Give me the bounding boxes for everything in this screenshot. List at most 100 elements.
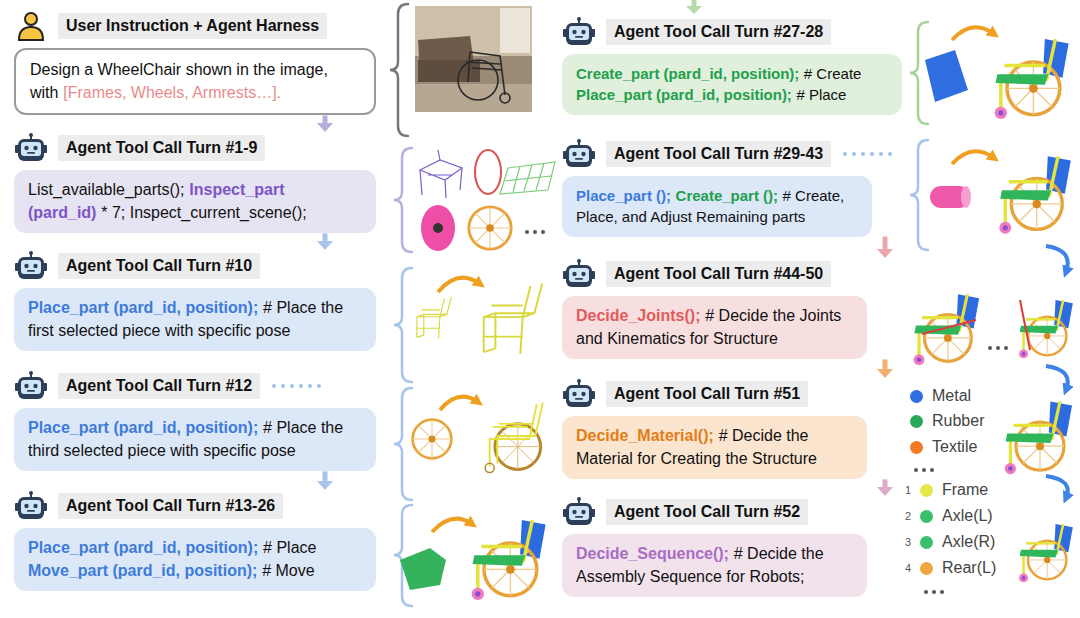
- node-body: Create_part (pard_id, position);# Create…: [562, 54, 902, 115]
- input-photo: [415, 6, 532, 112]
- tool-call-box: Agent Tool Call Turn #29-43Place_part ()…: [562, 138, 902, 237]
- robot-icon: [14, 251, 48, 281]
- step-illustrations: [440, 397, 478, 410]
- input-photo: [458, 52, 510, 103]
- legend-item: Textile: [910, 438, 977, 456]
- ellipsis-dot: [281, 384, 285, 388]
- legend-swatch: [920, 510, 933, 523]
- robot-icon: [563, 17, 595, 45]
- flow-arrow-shaft: [883, 479, 888, 487]
- step-illustrations: [413, 420, 452, 459]
- step-illustrations: [1019, 524, 1073, 582]
- flow-arrow: [877, 359, 893, 378]
- flow-arrow-shaft: [323, 233, 328, 241]
- header-tab: Agent Tool Call Turn #27-28: [606, 19, 831, 45]
- tool-call-box: Agent Tool Call Turn #52Decide_Sequence(…: [562, 496, 902, 597]
- flow-arrow-head: [317, 241, 333, 250]
- robot-icon: [563, 379, 595, 407]
- ellipsis-dot: [843, 152, 847, 156]
- part-gallery: [420, 150, 462, 198]
- legend-text: Axle(R): [942, 533, 995, 551]
- flow-arrow-head: [877, 487, 893, 496]
- step-illustrations: [988, 346, 1008, 350]
- node-header: Agent Tool Call Turn #1-9: [14, 132, 384, 164]
- legend-item: Axle(R): [920, 533, 995, 551]
- input-photo: [415, 6, 532, 112]
- code-text: Create_part ();: [676, 187, 779, 204]
- sequence-number: 3: [905, 536, 911, 548]
- sequence-number: 1: [905, 484, 911, 496]
- robot-icon: [562, 139, 596, 169]
- sequence-number: 2: [905, 510, 911, 522]
- part-gallery: [525, 230, 545, 234]
- body-text: # Move: [262, 562, 314, 579]
- ellipsis-dot: [290, 384, 294, 388]
- legend-swatch: [920, 484, 933, 497]
- body-text: # Place: [796, 86, 846, 103]
- instruction-box: User Instruction + Agent HarnessDesign a…: [14, 10, 384, 115]
- step-illustrations: [930, 186, 970, 208]
- step-illustrations: [417, 297, 452, 338]
- header-tab: Agent Tool Call Turn #44-50: [606, 261, 831, 287]
- body-text: [Frames, Wheels, Armrests…].: [63, 84, 281, 101]
- step-illustrations: [924, 590, 928, 594]
- part-gallery: [533, 230, 537, 234]
- step-illustrations: [1046, 476, 1068, 498]
- header-tab: User Instruction + Agent Harness: [58, 13, 327, 39]
- ellipsis-dots: [841, 150, 893, 158]
- node-header: Agent Tool Call Turn #10: [14, 250, 384, 282]
- step-illustrations: [999, 156, 1070, 233]
- legend-text: Axle(L): [942, 507, 993, 525]
- body-text: List_available_parts();: [28, 181, 185, 198]
- flow-arrow-shaft: [883, 237, 888, 249]
- step-illustrations: [930, 468, 934, 472]
- legend-swatch: [910, 441, 923, 454]
- code-text: Create_part (pard_id, position);: [576, 65, 799, 82]
- input-photo: [458, 60, 498, 100]
- flow-arrow: [317, 115, 333, 132]
- robot-icon: [563, 259, 595, 287]
- legend-swatch: [920, 536, 933, 549]
- node-body: List_available_parts();Inspect_part (par…: [14, 170, 376, 233]
- step-illustrations: [1020, 300, 1030, 350]
- braces: [394, 505, 412, 606]
- part-gallery: [420, 150, 555, 251]
- flow-arrow-shaft: [323, 115, 328, 123]
- part-gallery: [500, 162, 555, 194]
- flow-arrow: [317, 471, 333, 490]
- code-text: Decide_Sequence();: [576, 545, 729, 562]
- code-text: Decide_Joints();: [576, 307, 700, 324]
- node-body: Decide_Sequence();# Decide the Assembly …: [562, 534, 867, 597]
- step-illustrations: [914, 468, 934, 472]
- header-tab: Agent Tool Call Turn #13-26: [58, 493, 283, 519]
- header-tab: Agent Tool Call Turn #1-9: [58, 135, 265, 161]
- step-illustrations: [924, 590, 944, 594]
- flow-arrow-head: [317, 481, 333, 490]
- node-body: Place_part (pard_id, position);# PlaceMo…: [14, 528, 376, 591]
- body-text: # Place: [263, 539, 316, 556]
- step-illustrations: [961, 186, 971, 208]
- node-body: Decide_Joints();# Decide the Joints and …: [562, 296, 867, 359]
- node-header: Agent Tool Call Turn #52: [562, 496, 902, 528]
- legend-item: Frame: [920, 481, 988, 499]
- step-illustrations: [995, 39, 1069, 119]
- tool-call-box: Agent Tool Call Turn #51Decide_Material(…: [562, 378, 902, 479]
- legend-text: Metal: [932, 387, 971, 405]
- step-illustrations: [925, 50, 968, 102]
- robot-icon: [562, 379, 596, 409]
- step-illustrations: [922, 468, 926, 472]
- person-icon: [14, 11, 48, 41]
- legend-text: Rubber: [932, 412, 984, 430]
- person-icon: [19, 13, 43, 40]
- node-body: Place_part (pard_id, position);# Place t…: [14, 288, 376, 351]
- robot-icon: [15, 251, 47, 279]
- flow-arrow: [317, 233, 333, 250]
- step-illustrations: [988, 346, 992, 350]
- braces: [910, 140, 928, 250]
- code-text: Place_part (pard_id, position);: [28, 539, 258, 556]
- code-text: Place_part (pard_id, position);: [28, 299, 258, 316]
- step-illustrations: [914, 294, 980, 365]
- ellipsis-dot: [888, 152, 892, 156]
- tool-call-box: Agent Tool Call Turn #12Place_part (pard…: [14, 370, 384, 471]
- ellipsis-dot: [308, 384, 312, 388]
